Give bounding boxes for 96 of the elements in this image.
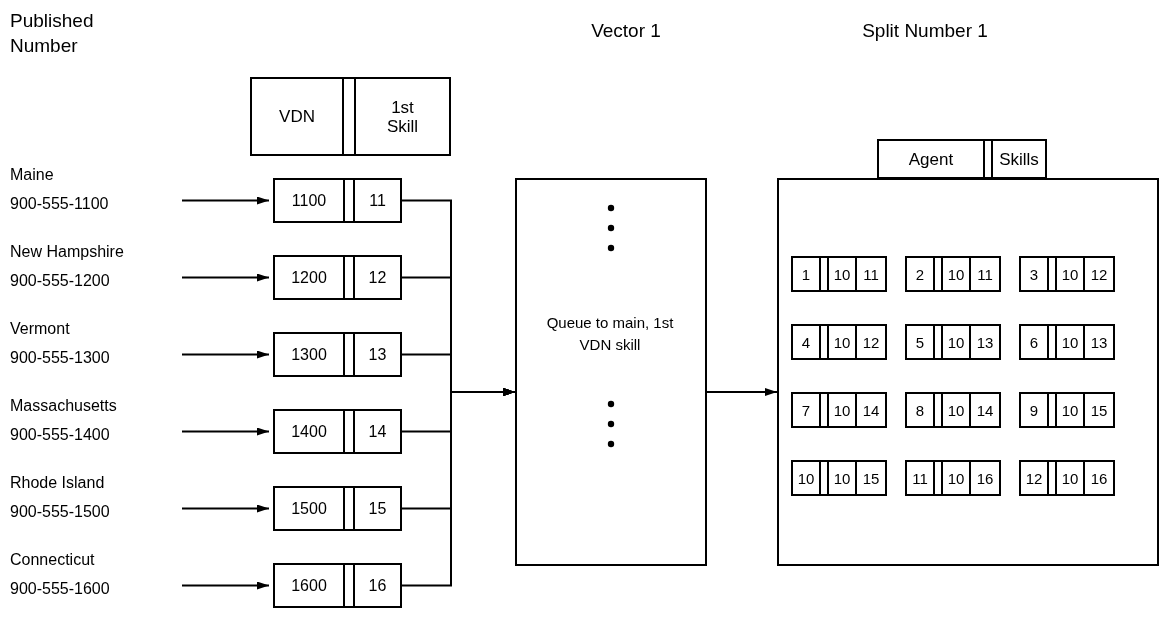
skill-number: 13 (975, 332, 995, 353)
agent-number: 6 (1021, 326, 1049, 358)
skill-number: 15 (1089, 400, 1109, 421)
record-box (791, 324, 887, 360)
record-box (905, 392, 1001, 428)
column-heading: Skills (998, 148, 1040, 171)
skill-number: 10 (829, 462, 857, 494)
phone-number: 900-555-1500 (10, 502, 111, 522)
record-box (273, 486, 402, 531)
phone-number: 900-555-1200 (10, 271, 111, 291)
record-box (273, 255, 402, 300)
section-title: Vector 1 (590, 19, 662, 43)
skill-number: 11 (976, 264, 994, 285)
skill-number: 10 (829, 326, 857, 358)
vdn-number: 1100 (275, 180, 345, 221)
agent-number: 1 (793, 258, 821, 290)
record-box (905, 324, 1001, 360)
phone-number: 900-555-1600 (10, 579, 111, 599)
agent-number: 11 (907, 462, 935, 494)
record-header-box (877, 139, 1047, 179)
skill-number: 16 (1089, 468, 1109, 489)
agent-number: 8 (907, 394, 935, 426)
vdn-number: 1300 (275, 334, 345, 375)
record-box (905, 256, 1001, 292)
skill-number: 16 (975, 468, 995, 489)
arrow (181, 350, 270, 359)
split-box (777, 178, 1159, 566)
skill-number: 10 (943, 326, 971, 358)
skill-number: 10 (943, 258, 971, 290)
skill-number: 10 (1057, 394, 1085, 426)
arrow (181, 196, 270, 205)
arrow (181, 273, 270, 282)
record-box (905, 460, 1001, 496)
skill-number: 10 (1057, 326, 1085, 358)
record-box (791, 460, 887, 496)
arrow (181, 504, 270, 513)
record-box (273, 332, 402, 377)
vdn-number: 1200 (275, 257, 345, 298)
record-box (273, 563, 402, 608)
skill-number: 15 (367, 499, 388, 519)
vector-box (515, 178, 707, 566)
skill-number: 12 (861, 332, 881, 353)
state-name: Massachusetts (10, 396, 118, 416)
agent-number: 5 (907, 326, 935, 358)
skill-number: 16 (367, 576, 388, 596)
record-box (1019, 460, 1115, 496)
skill-number: 15 (861, 468, 881, 489)
record-box (1019, 392, 1115, 428)
phone-number: 900-555-1400 (10, 425, 111, 445)
column-title: Published Number (10, 9, 95, 58)
section-title: Split Number 1 (861, 19, 989, 43)
state-name: New Hampshire (10, 242, 125, 262)
skill-number: 13 (1089, 332, 1109, 353)
record-box (273, 409, 402, 454)
arrow (181, 427, 270, 436)
phone-number: 900-555-1100 (10, 194, 110, 214)
skill-number: 14 (861, 400, 881, 421)
state-name: Maine (10, 165, 55, 185)
agent-number: 4 (793, 326, 821, 358)
skill-number: 11 (368, 191, 387, 211)
arrow (706, 388, 778, 396)
agent-number: 10 (793, 462, 821, 494)
arrow (181, 581, 270, 590)
skill-number: 12 (367, 268, 388, 288)
vector-step-text: Queue to main, 1st VDN skill (545, 313, 675, 355)
skill-number: 14 (975, 400, 995, 421)
phone-number: 900-555-1300 (10, 348, 111, 368)
agent-number: 2 (907, 258, 935, 290)
state-name: Connecticut (10, 550, 96, 570)
skill-number: 11 (862, 264, 880, 285)
record-box (791, 256, 887, 292)
skill-number: 14 (367, 422, 388, 442)
skill-number: 10 (829, 394, 857, 426)
column-heading: VDN (252, 79, 344, 154)
column-heading: 1st Skill (385, 96, 420, 138)
skill-number: 10 (943, 394, 971, 426)
record-box (1019, 256, 1115, 292)
vdn-number: 1400 (275, 411, 345, 452)
skill-number: 13 (367, 345, 388, 365)
agent-number: 7 (793, 394, 821, 426)
state-name: Vermont (10, 319, 71, 339)
skill-number: 10 (1057, 258, 1085, 290)
skill-number: 10 (943, 462, 971, 494)
agent-number: 3 (1021, 258, 1049, 290)
skill-number: 10 (829, 258, 857, 290)
record-header-box (250, 77, 451, 156)
record-box (791, 392, 887, 428)
agent-number: 12 (1021, 462, 1049, 494)
record-box (273, 178, 402, 223)
vdn-number: 1500 (275, 488, 345, 529)
skill-number: 10 (1057, 462, 1085, 494)
record-box (1019, 324, 1115, 360)
state-name: Rhode Island (10, 473, 106, 493)
agent-number: 9 (1021, 394, 1049, 426)
skill-number: 12 (1089, 264, 1109, 285)
vdn-number: 1600 (275, 565, 345, 606)
